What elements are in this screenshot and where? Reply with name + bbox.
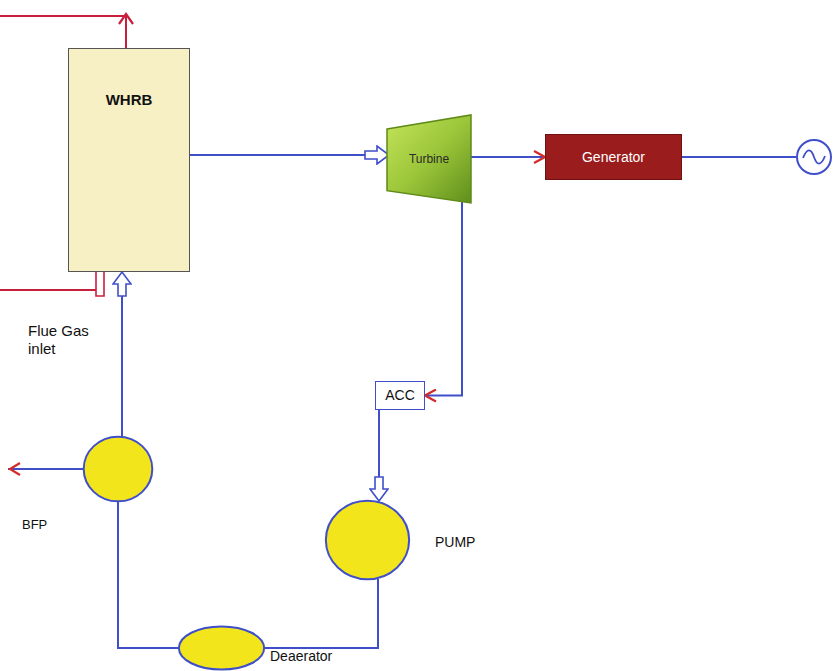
- node-label: Generator: [582, 149, 645, 166]
- flow-connector: [190, 154, 389, 156]
- turbine-shape: Turbine: [387, 115, 471, 203]
- node-label: PUMP: [435, 534, 475, 551]
- flow-label: Flue Gas inlet: [28, 322, 100, 358]
- node-label: Deaerator: [270, 648, 332, 665]
- bfp-symbol: BFP: [83, 436, 153, 502]
- deaerator-symbol-outline: [178, 626, 265, 670]
- node-label: WHRB: [106, 91, 153, 108]
- flow-connector: [121, 272, 123, 437]
- pump-symbol: PUMP: [325, 500, 410, 580]
- generator-box: Generator: [545, 134, 682, 180]
- node-label: Turbine: [409, 151, 449, 168]
- deaerator-symbol: Deaerator: [178, 626, 265, 670]
- boiler-box: WHRB: [68, 48, 190, 272]
- ac-output-symbol: [682, 140, 831, 174]
- bfp-side-line: [8, 463, 83, 475]
- flow-connector: [118, 501, 179, 648]
- pump-symbol-outline: [325, 500, 410, 580]
- flow-connector: [471, 156, 545, 158]
- bfp-symbol-outline: [83, 436, 153, 502]
- node-label: ACC: [385, 387, 415, 404]
- acc-box: ACC: [375, 381, 425, 410]
- flow-connector: [264, 579, 378, 648]
- exhaust-gas-line: [0, 14, 133, 48]
- flow-connector: [425, 201, 462, 396]
- node-label: BFP: [22, 516, 47, 533]
- flow-connector: [378, 410, 380, 501]
